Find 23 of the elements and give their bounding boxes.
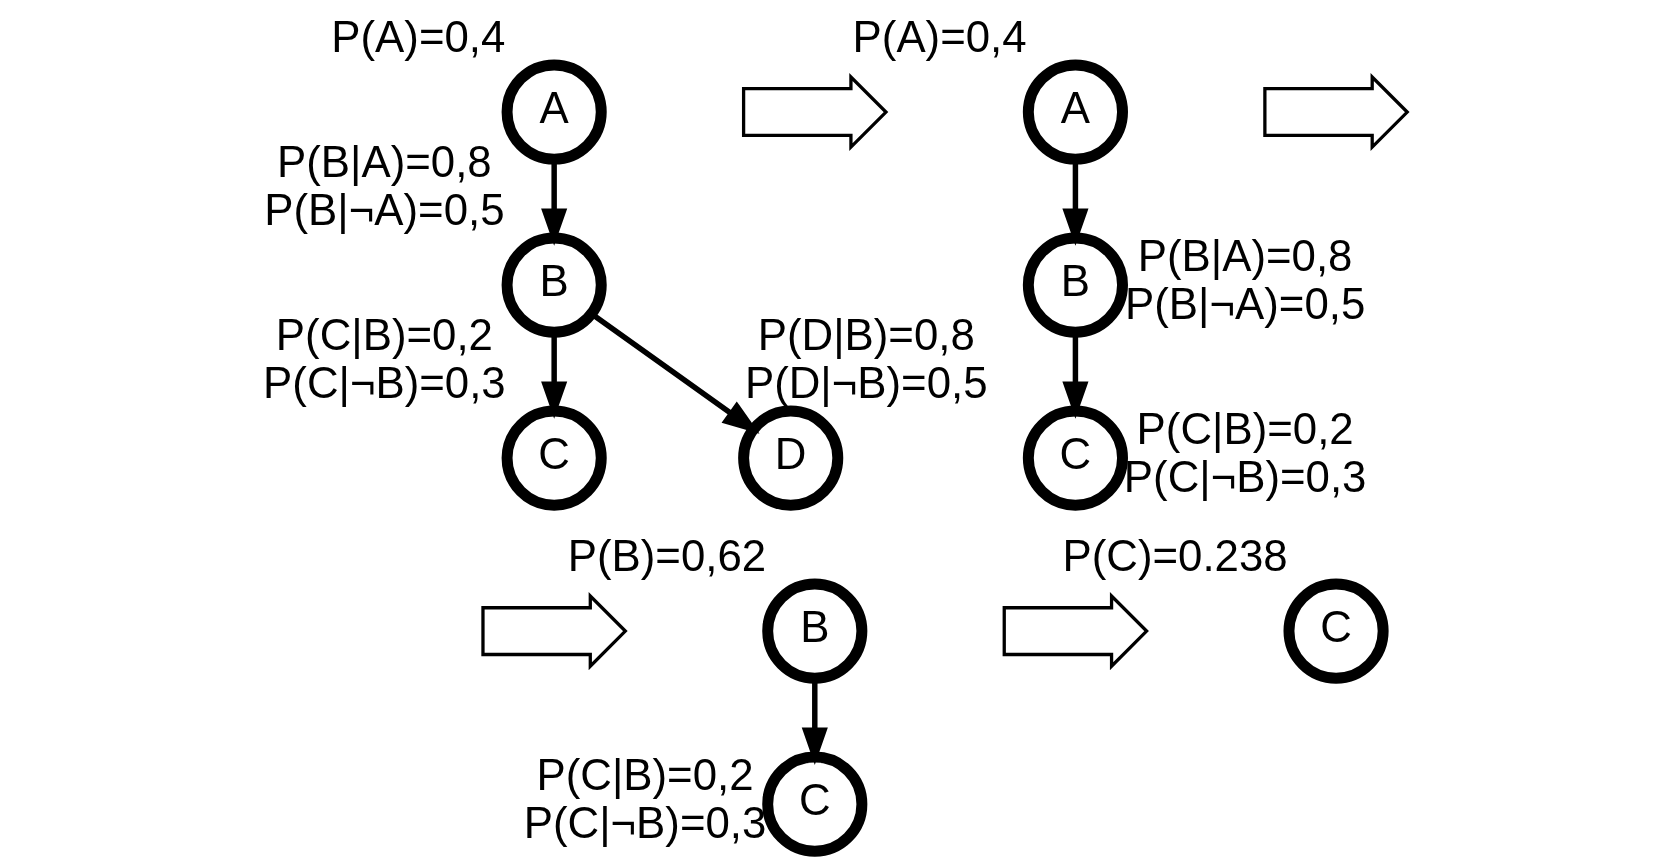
node-label: P(A)=0,4: [852, 11, 1027, 61]
node-circle: C: [1283, 578, 1389, 684]
node-circle: C: [1022, 405, 1128, 511]
node-label: P(C|B)=0,2: [1136, 403, 1354, 453]
node-circle: B: [761, 578, 867, 684]
node-arrow: [741, 73, 888, 152]
node-arrow: [480, 592, 628, 671]
node-circle: B: [501, 232, 607, 338]
node-circle: C: [501, 405, 607, 511]
node-label: P(C|B)=0,2: [536, 749, 754, 799]
node-label: P(B)=0,62: [567, 530, 766, 580]
node-arrow: [1262, 73, 1410, 152]
node-label: P(C|B)=0,2: [275, 309, 493, 359]
node-label: P(C)=0.238: [1061, 530, 1288, 580]
node-label: P(D|B)=0,8: [757, 309, 975, 359]
node-circle: B: [1022, 232, 1128, 338]
node-circle: A: [501, 59, 607, 165]
node-label: P(B|A)=0,8: [276, 136, 492, 186]
node-arrow: [1002, 592, 1149, 671]
node-label: P(B|A)=0,8: [1137, 230, 1352, 280]
arrow: [801, 678, 828, 765]
node-label: P(A)=0,4: [330, 11, 505, 61]
node-circle: A: [1022, 59, 1128, 165]
